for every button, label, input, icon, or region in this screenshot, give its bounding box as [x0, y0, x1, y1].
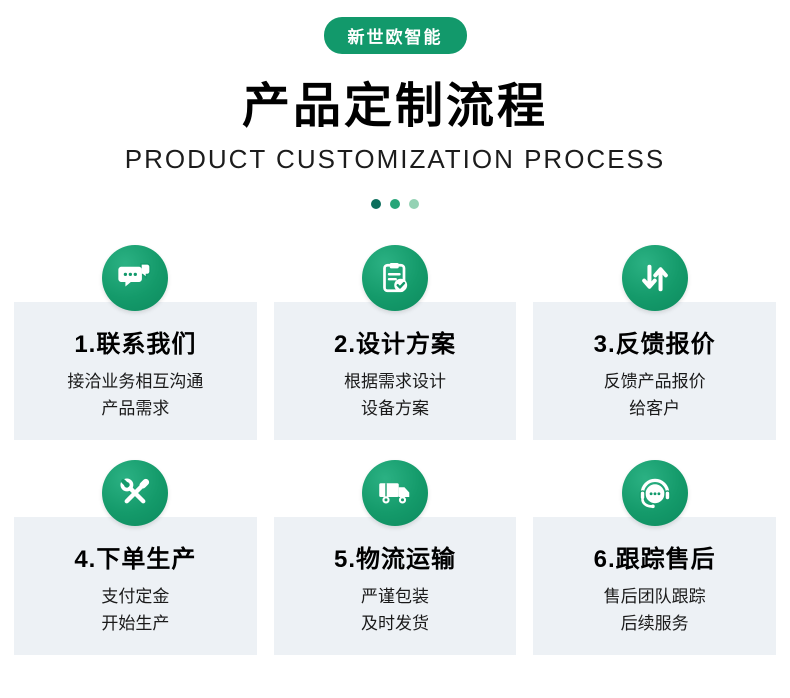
- step-card-body: 5.物流运输 严谨包装 及时发货: [273, 517, 517, 655]
- headset-icon: [621, 460, 688, 526]
- arrows-exchange-icon: [621, 245, 688, 311]
- step-card-1: 1.联系我们 接洽业务相互沟通 产品需求: [14, 245, 257, 440]
- step-card-body: 6.跟踪售后 售后团队跟踪 后续服务: [533, 517, 776, 655]
- step-card-4: 4.下单生产 支付定金 开始生产: [14, 460, 257, 655]
- step-card-body: 3.反馈报价 反馈产品报价 给客户: [533, 302, 776, 440]
- page-title: 产品定制流程: [241, 80, 548, 133]
- dot-3: [409, 199, 419, 209]
- step-card-body: 4.下单生产 支付定金 开始生产: [14, 517, 257, 655]
- dot-2: [390, 199, 400, 209]
- step-title: 4.下单生产: [74, 546, 197, 573]
- step-title: 1.联系我们: [74, 331, 197, 358]
- step-card-6: 6.跟踪售后 售后团队跟踪 后续服务: [533, 460, 776, 655]
- step-card-5: 5.物流运输 严谨包装 及时发货: [273, 460, 517, 655]
- step-card-2: 2.设计方案 根据需求设计 设备方案: [273, 245, 517, 440]
- truck-icon: [361, 460, 428, 526]
- steps-grid: 1.联系我们 接洽业务相互沟通 产品需求 2.设计方: [14, 245, 776, 655]
- step-card-3: 3.反馈报价 反馈产品报价 给客户: [533, 245, 776, 440]
- chat-icon: [102, 245, 169, 311]
- step-description: 售后团队跟踪 后续服务: [603, 587, 706, 634]
- step-description: 根据需求设计 设备方案: [343, 372, 446, 419]
- tools-icon: [102, 460, 169, 526]
- step-title: 3.反馈报价: [593, 331, 716, 358]
- decorative-dots: [0, 199, 790, 209]
- step-description: 支付定金 开始生产: [101, 587, 170, 634]
- step-title: 5.物流运输: [333, 546, 456, 573]
- step-card-body: 1.联系我们 接洽业务相互沟通 产品需求: [14, 302, 257, 440]
- page-subtitle: PRODUCT CUSTOMIZATION PROCESS: [124, 144, 666, 174]
- step-title: 2.设计方案: [333, 331, 456, 358]
- brand-badge: 新世欧智能: [323, 17, 467, 54]
- dot-1: [371, 199, 381, 209]
- brand-badge-wrap: 新世欧智能: [0, 0, 790, 54]
- step-description: 严谨包装 及时发货: [360, 587, 429, 634]
- step-title: 6.跟踪售后: [593, 546, 716, 573]
- clipboard-check-icon: [361, 245, 428, 311]
- step-description: 接洽业务相互沟通 产品需求: [67, 372, 204, 419]
- step-card-body: 2.设计方案 根据需求设计 设备方案: [273, 302, 517, 440]
- step-description: 反馈产品报价 给客户: [603, 372, 706, 419]
